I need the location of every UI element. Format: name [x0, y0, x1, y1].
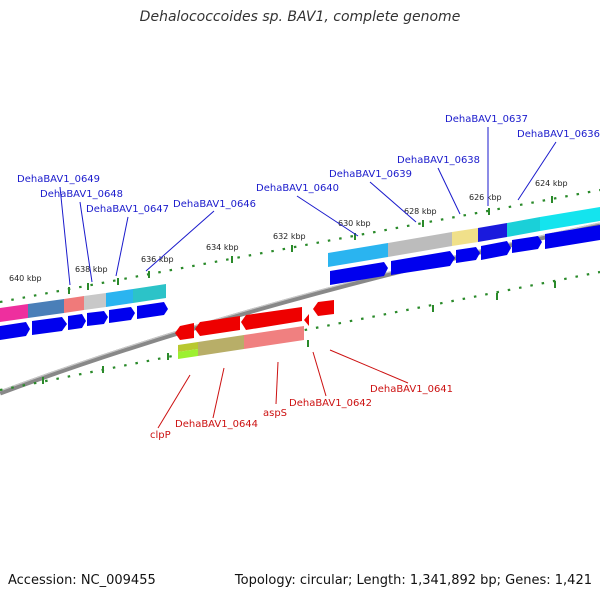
scale-label-628: 628 kbp: [404, 207, 437, 216]
scale-label-626: 626 kbp: [469, 193, 502, 202]
gene-label-0636: DehaBAV1_0636: [517, 129, 600, 140]
gene-label-0638: DehaBAV1_0638: [397, 155, 480, 166]
forward-gene-labels: DehaBAV1_0649 DehaBAV1_0648 DehaBAV1_064…: [17, 114, 600, 215]
scale-label-624: 624 kbp: [535, 179, 568, 188]
forward-leader-lines: [59, 127, 557, 286]
genome-summary-text: Topology: circular; Length: 1,341,892 bp…: [234, 573, 592, 588]
gene-label-0644: DehaBAV1_0644: [175, 419, 258, 430]
forward-cds-left: [0, 302, 168, 340]
gene-label-0639: DehaBAV1_0639: [329, 169, 412, 180]
gene-label-0640: DehaBAV1_0640: [256, 183, 339, 194]
map-title: Dehalococcoides sp. BAV1, complete genom…: [139, 9, 461, 25]
forward-cds-right: [330, 225, 600, 285]
forward-feature-bars-right: [328, 207, 600, 267]
gene-label-0642: DehaBAV1_0642: [289, 398, 372, 409]
scale-label-638: 638 kbp: [75, 265, 108, 274]
reverse-gene-labels: clpP DehaBAV1_0644 aspS DehaBAV1_0642 De…: [150, 384, 453, 441]
gene-label-0646: DehaBAV1_0646: [173, 199, 256, 210]
gene-label-0647: DehaBAV1_0647: [86, 204, 169, 215]
gene-label-0641: DehaBAV1_0641: [370, 384, 453, 395]
scale-label-634: 634 kbp: [206, 243, 239, 252]
scale-labels: 640 kbp 638 kbp 636 kbp 634 kbp 632 kbp …: [9, 179, 568, 283]
scale-label-640: 640 kbp: [9, 274, 42, 283]
gene-label-0637: DehaBAV1_0637: [445, 114, 528, 125]
reverse-cds: [175, 300, 334, 340]
forward-feature-bars-left: [0, 284, 166, 322]
gene-label-clpP: clpP: [150, 430, 171, 441]
accession-text: Accession: NC_009455: [8, 573, 156, 588]
reverse-feature-bars: [178, 326, 304, 359]
gene-label-0649: DehaBAV1_0649: [17, 174, 100, 185]
scale-label-636: 636 kbp: [141, 255, 174, 264]
scale-label-632: 632 kbp: [273, 232, 306, 241]
gene-label-aspS: aspS: [263, 408, 287, 419]
reverse-leader-lines: [157, 349, 409, 429]
inner-major-ticks: [42, 281, 556, 384]
gene-label-0648: DehaBAV1_0648: [40, 189, 123, 200]
scale-label-630: 630 kbp: [338, 219, 371, 228]
